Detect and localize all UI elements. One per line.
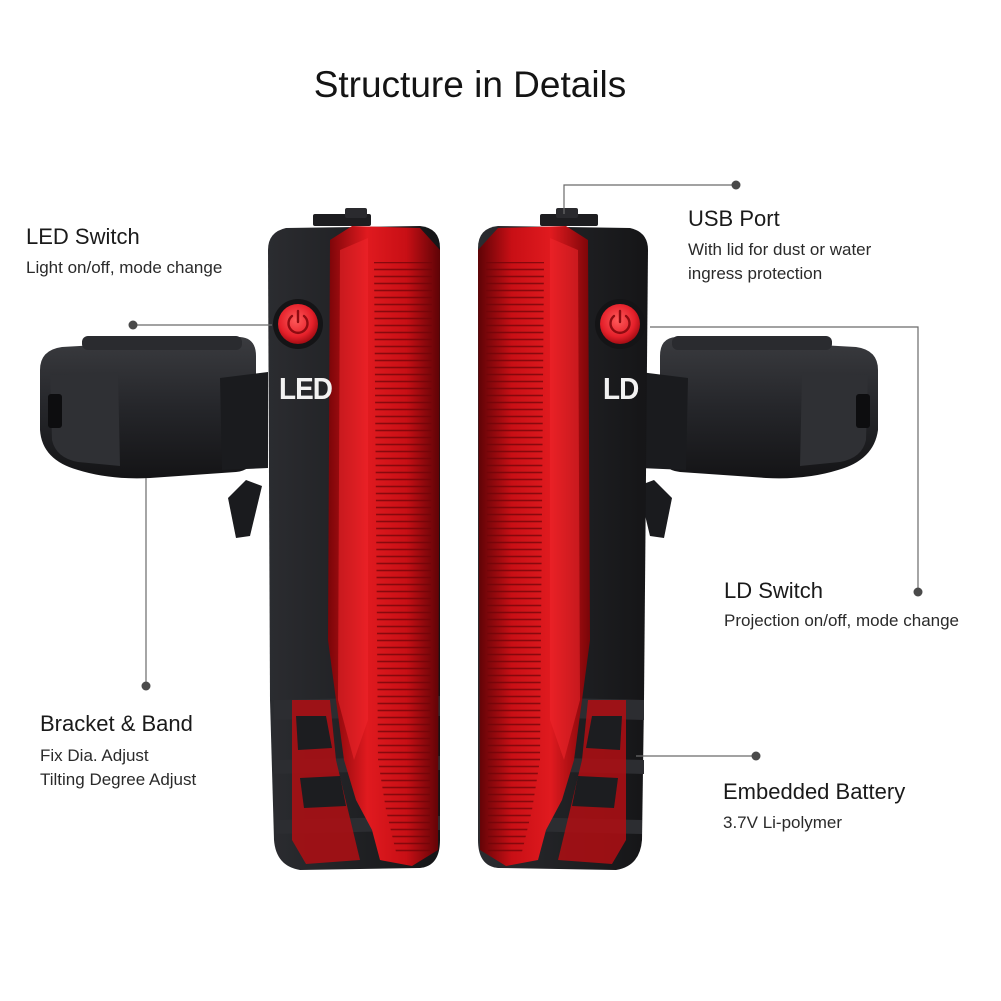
power-icon [287,309,309,334]
leader-usb-port [563,184,736,214]
left-lens [292,226,440,866]
right-device-badge: LD [602,371,639,406]
left-bracket-band [40,336,268,538]
usb-port-heading: USB Port [688,206,780,231]
right-switch-button[interactable] [595,299,645,349]
left-device-badge: LED [278,371,333,406]
bracket-band-description-line-2: Tilting Degree Adjust [40,770,197,789]
usb-port-description-line-1: With lid for dust or water [688,240,872,259]
led-switch-heading: LED Switch [26,224,140,249]
leader-ld-switch [650,326,919,592]
left-switch-button[interactable] [273,299,323,349]
ld-switch-heading: LD Switch [724,578,824,603]
dot-bracket-band [141,681,151,691]
ld-switch-description: Projection on/off, mode change [724,611,960,630]
power-icon [609,309,631,334]
dot-embedded-battery [751,751,761,761]
dot-ld-switch [913,587,923,597]
right-lens [478,226,626,866]
diagram-title: Structure in Details [313,64,627,105]
leader-dots [128,180,923,761]
right-bracket-band [638,336,878,538]
bracket-band-heading: Bracket & Band [40,711,193,736]
dot-led-switch [128,320,138,330]
leader-lines [133,184,919,757]
dot-usb-port [731,180,741,190]
usb-port-description-line-2: ingress protection [688,264,823,283]
bracket-band-description-line-1: Fix Dia. Adjust [40,746,149,765]
embedded-battery-description: 3.7V Li-polymer [723,813,843,832]
led-switch-description: Light on/off, mode change [26,258,223,277]
embedded-battery-heading: Embedded Battery [723,779,906,804]
